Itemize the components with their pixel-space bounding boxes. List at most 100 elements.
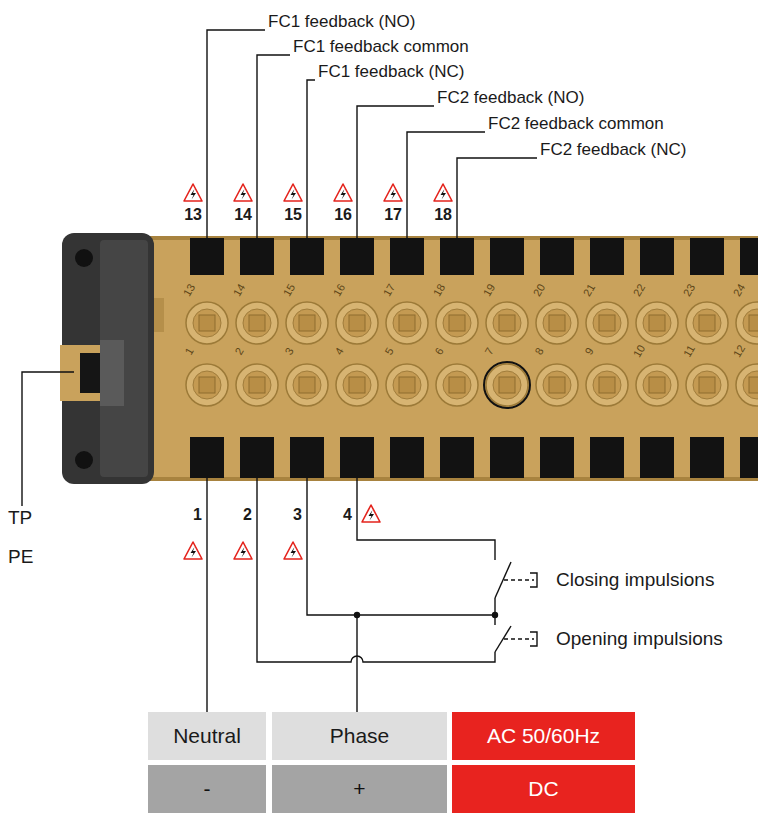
screw-ring: [186, 364, 228, 406]
screw-socket: [249, 377, 265, 393]
screw-ring: [236, 302, 278, 344]
screw-ring: [486, 364, 528, 406]
screw-head: [186, 364, 228, 406]
warning-triangle: [284, 542, 302, 559]
box-text: Phase: [330, 724, 390, 747]
warning-triangle: [334, 184, 352, 201]
box-text: -: [204, 777, 211, 800]
screw-inner: [293, 371, 321, 399]
screw-inner: [693, 371, 721, 399]
lightning-bolt: [241, 547, 247, 558]
lightning-bolt: [291, 189, 297, 200]
screw-inner: [393, 371, 421, 399]
feedback-label: FC2 feedback (NC): [540, 141, 686, 160]
lightning-bolt: [191, 547, 197, 558]
box-text: DC: [528, 777, 558, 800]
warning-triangle: [234, 184, 252, 201]
screw-inner: [743, 309, 758, 337]
terminal-number: 17: [384, 206, 402, 224]
neutral-wire: [206, 478, 207, 712]
screw-inner: [543, 371, 571, 399]
screw-socket: [399, 377, 415, 393]
screw-inner: [243, 309, 271, 337]
screw-socket: [599, 315, 615, 331]
screw-inner: [643, 309, 671, 337]
screw-inner: [693, 309, 721, 337]
tp-socket: [80, 353, 100, 393]
screw-socket: [649, 315, 665, 331]
screw-head: [386, 302, 428, 344]
screw-socket: [549, 377, 565, 393]
leader-line: [357, 106, 434, 238]
screw-head: [386, 364, 428, 406]
switch-label: Opening impulsions: [556, 629, 723, 650]
supply-type-box: AC 50/60Hz: [452, 712, 635, 760]
closing-actuator: [504, 579, 534, 580]
screw-inner: [193, 309, 221, 337]
screw-socket: [249, 315, 265, 331]
warning-outline: [284, 184, 302, 201]
supply-line-box: +: [272, 765, 447, 813]
screw-head: [486, 364, 528, 406]
screw-ring: [686, 364, 728, 406]
screw-head: [436, 302, 478, 344]
box-text: AC 50/60Hz: [487, 724, 600, 747]
screw-socket: [749, 377, 758, 393]
closing-wire: [357, 478, 495, 560]
opening-actuator: [504, 638, 534, 639]
terminal-number: 14: [234, 206, 252, 224]
supply-line-box: Phase: [272, 712, 447, 760]
warning-outline: [234, 542, 252, 559]
strip-body: [140, 236, 758, 481]
terminal-clamp: [240, 238, 274, 275]
warning-outline: [284, 542, 302, 559]
lightning-bolt: [241, 189, 247, 200]
screw-head: [336, 302, 378, 344]
screw-head: [736, 364, 758, 406]
tp-housing: [100, 340, 124, 406]
leader-line: [407, 132, 485, 238]
screw-socket: [199, 315, 215, 331]
screw-ring: [586, 364, 628, 406]
terminal-number: 1: [193, 506, 202, 524]
terminal-clamp: [240, 437, 274, 478]
terminal-clamp: [640, 437, 674, 478]
screw-inner: [243, 371, 271, 399]
screw-inner: [593, 309, 621, 337]
screw-head: [536, 364, 578, 406]
screw-socket: [449, 377, 465, 393]
screw-inner: [543, 309, 571, 337]
screw-socket: [499, 377, 515, 393]
junction-dot: [493, 613, 498, 618]
screw-head: [236, 364, 278, 406]
warning-triangle: [284, 184, 302, 201]
feedback-label: FC2 feedback (NO): [437, 89, 584, 108]
warning-outline: [384, 184, 402, 201]
terminal-clamp: [590, 437, 624, 478]
screw-ring: [536, 302, 578, 344]
screw-head: [636, 364, 678, 406]
closing-switch-blade: [495, 562, 511, 598]
closing-pushbutton: [530, 573, 537, 587]
screw-socket: [749, 315, 758, 331]
screw-head: [736, 302, 758, 344]
screw-inner: [493, 371, 521, 399]
screw-ring: [736, 302, 758, 344]
screw-head: [286, 302, 328, 344]
screw-inner: [193, 371, 221, 399]
terminal-clamp: [690, 238, 724, 275]
terminal-number: 16: [334, 206, 352, 224]
screw-ring: [436, 302, 478, 344]
screw-inner: [343, 371, 371, 399]
screw-socket: [699, 377, 715, 393]
terminal-clamp: [490, 238, 524, 275]
terminal-clamp: [590, 238, 624, 275]
screw-inner: [293, 309, 321, 337]
leader-lines: [207, 30, 537, 238]
cap-hole: [75, 249, 93, 267]
screw-ring: [386, 302, 428, 344]
screw-ring: [636, 364, 678, 406]
terminal-clamp: [490, 437, 524, 478]
screw-socket: [599, 377, 615, 393]
